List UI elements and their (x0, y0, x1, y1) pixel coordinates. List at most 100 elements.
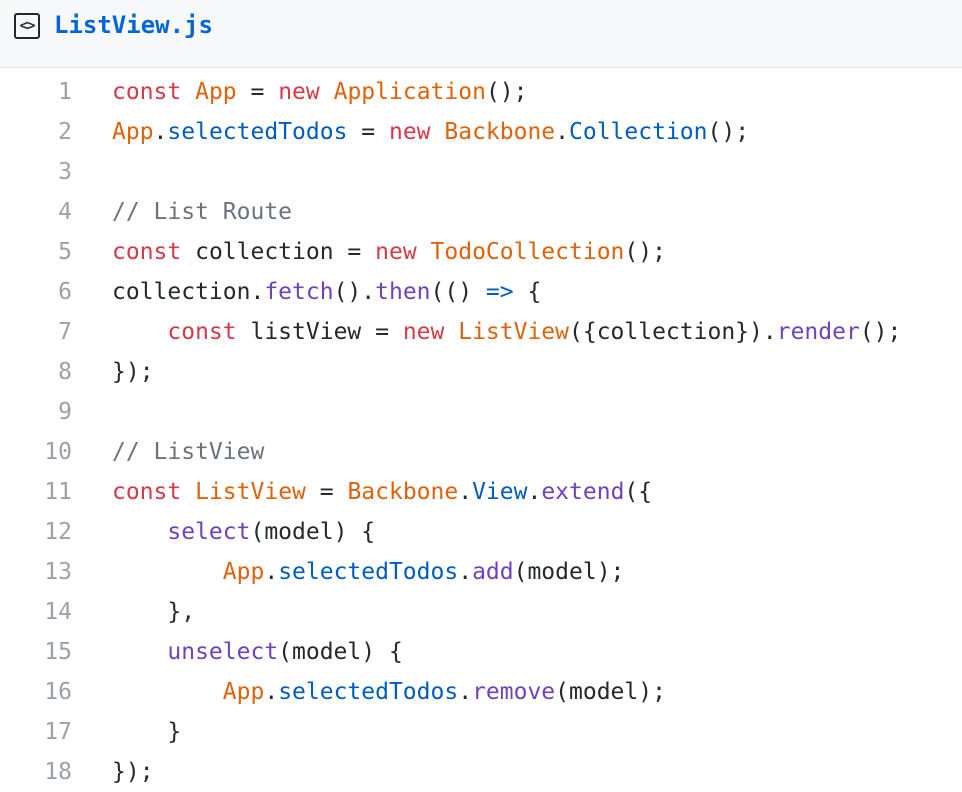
code-content: const listView = new ListView({collectio… (112, 312, 901, 352)
code-token: (model); (555, 679, 666, 705)
line-number[interactable]: 10 (44, 439, 72, 465)
line-number[interactable]: 2 (58, 119, 72, 145)
code-token: }); (112, 759, 154, 785)
code-token: . (458, 559, 473, 585)
code-token (112, 559, 223, 585)
code-token: listView = (236, 319, 403, 345)
code-token: new (388, 119, 431, 145)
code-token: { (513, 279, 542, 305)
line-number[interactable]: 5 (58, 239, 72, 265)
code-token: ({collection}). (569, 319, 777, 345)
code-line: 8}); (0, 352, 962, 392)
code-token: select (167, 519, 251, 545)
line-number[interactable]: 13 (44, 559, 72, 585)
code-token: . (458, 679, 473, 705)
code-line: 17 } (0, 712, 962, 752)
code-content: select(model) { (112, 512, 375, 552)
code-line: 18}); (0, 752, 962, 792)
line-number[interactable]: 11 (44, 479, 72, 505)
code-line: 7 const listView = new ListView({collect… (0, 312, 962, 352)
line-number[interactable]: 16 (44, 679, 72, 705)
code-token: new (402, 319, 445, 345)
code-content: } (112, 712, 181, 752)
code-content: App.selectedTodos.remove(model); (112, 672, 666, 712)
code-line: 16 App.selectedTodos.remove(model); (0, 672, 962, 712)
code-token (320, 79, 334, 105)
code-token: ListView (195, 479, 306, 505)
file-name-link[interactable]: ListView.js (54, 11, 213, 39)
file-header: <> ListView.js (0, 0, 962, 68)
code-token: . (264, 559, 279, 585)
code-token: App (195, 79, 237, 105)
code-token: . (153, 119, 168, 145)
code-token: Backbone (444, 119, 556, 145)
line-number[interactable]: 14 (44, 599, 72, 625)
code-token: collection = (181, 239, 376, 265)
code-token: (); (707, 119, 750, 145)
code-token: selectedTodos (278, 679, 459, 705)
code-token: App (222, 679, 265, 705)
line-number[interactable]: 9 (58, 399, 72, 425)
line-number[interactable]: 18 (44, 759, 72, 785)
line-number[interactable]: 17 (44, 719, 72, 745)
code-token: = (347, 119, 389, 145)
line-number[interactable]: 6 (58, 279, 72, 305)
code-line: 10 // ListView (0, 432, 962, 472)
code-line: 4 // List Route (0, 192, 962, 232)
line-number[interactable]: 3 (58, 159, 72, 185)
code-token: collection. (112, 279, 265, 305)
code-token: extend (541, 479, 625, 505)
code-content: }, (112, 592, 195, 632)
line-number[interactable]: 15 (44, 639, 72, 665)
code-token: App (112, 119, 154, 145)
code-token: . (264, 679, 279, 705)
code-token (444, 319, 458, 345)
code-line: 3 (0, 152, 962, 192)
code-token: = (305, 479, 348, 505)
code-token (181, 79, 195, 105)
code-token: App (222, 559, 265, 585)
code-content: unselect(model) { (112, 632, 403, 672)
code-token: const (112, 79, 182, 105)
code-token: (model) { (250, 519, 376, 545)
code-line: 9 (0, 392, 962, 432)
code-token (112, 639, 167, 665)
code-token: new (375, 239, 417, 265)
line-number[interactable]: 8 (58, 359, 72, 385)
code-content: }); (112, 752, 154, 792)
code-file-icon: <> (14, 13, 40, 39)
code-token (431, 119, 445, 145)
code-token: (() (430, 279, 486, 305)
code-token: (model); (513, 559, 625, 585)
code-token (112, 519, 167, 545)
code-line: 12 select(model) { (0, 512, 962, 552)
code-line: 5 const collection = new TodoCollection()… (0, 232, 962, 272)
code-token: View (472, 479, 528, 505)
code-token: // ListView (112, 439, 265, 465)
code-content: App.selectedTodos = new Backbone.Collect… (112, 112, 749, 152)
code-line: 14 }, (0, 592, 962, 632)
code-token: Application (333, 79, 486, 105)
code-token: selectedTodos (167, 119, 348, 145)
code-token: remove (472, 679, 556, 705)
line-number[interactable]: 7 (58, 319, 72, 345)
line-number[interactable]: 12 (44, 519, 72, 545)
code-token (181, 479, 195, 505)
code-token: // List Route (112, 199, 293, 225)
code-token (112, 679, 223, 705)
code-token: (). (333, 279, 376, 305)
code-token: }, (112, 599, 196, 625)
code-token: unselect (167, 639, 279, 665)
code-token: => (485, 279, 514, 305)
code-token: (model) { (278, 639, 403, 665)
code-token: ListView (458, 319, 569, 345)
code-line: 2 App.selectedTodos = new Backbone.Collec… (0, 112, 962, 152)
line-number[interactable]: 4 (58, 199, 72, 225)
line-number[interactable]: 1 (58, 79, 72, 105)
code-content: const collection = new TodoCollection(); (112, 232, 666, 272)
code-token: } (112, 719, 182, 745)
code-content: App.selectedTodos.add(model); (112, 552, 625, 592)
